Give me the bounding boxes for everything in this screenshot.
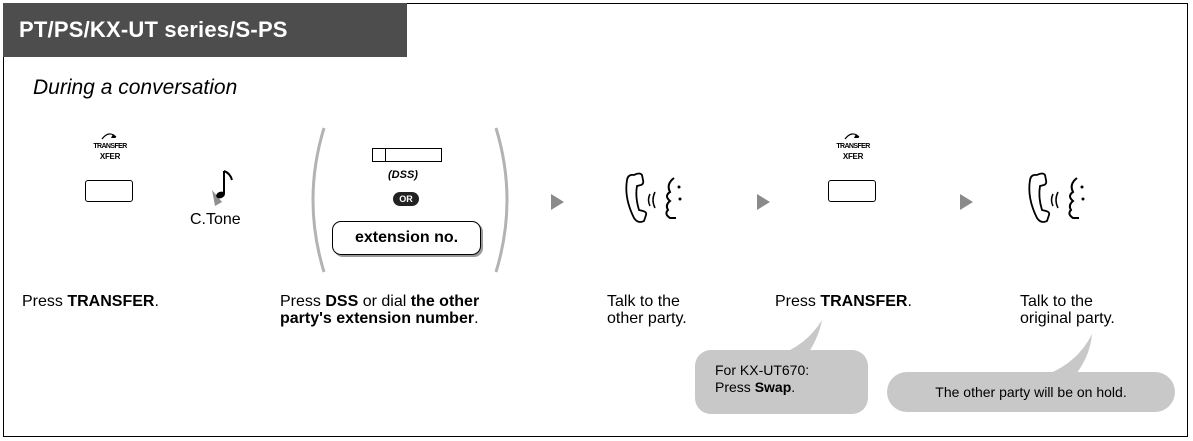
talk-handset-icon [625, 172, 682, 223]
play-arrow-icon [551, 194, 564, 210]
extension-number-box: extension no. [332, 221, 481, 255]
caption-talk-original: Talk to the original party. [1020, 293, 1115, 327]
right-paren [494, 127, 509, 273]
instruction-frame [3, 3, 1188, 437]
or-badge: OR [393, 192, 419, 206]
talk-handset-icon [1028, 172, 1085, 223]
transfer-key-label: TRANSFER XFER [836, 143, 870, 161]
note-kx-ut670: For KX-UT670: Press Swap. [695, 350, 868, 414]
play-arrow-icon [757, 194, 770, 210]
dss-label: (DSS) [388, 169, 418, 181]
caption-press-transfer-2: Press TRANSFER. [775, 293, 912, 310]
dss-button[interactable] [372, 148, 442, 162]
confirmation-tone-label: C.Tone [190, 211, 241, 228]
music-note-icon [212, 170, 233, 206]
transfer-key-label: TRANSFER XFER [93, 143, 127, 161]
left-paren [311, 127, 326, 273]
section-tab: PT/PS/KX-UT series/S-PS [3, 3, 407, 57]
transfer-key[interactable] [85, 180, 133, 202]
section-tab-title: PT/PS/KX-UT series/S-PS [19, 17, 288, 42]
play-arrow-icon [960, 194, 973, 210]
subtitle: During a conversation [33, 76, 238, 99]
transfer-key[interactable] [828, 180, 876, 202]
note-on-hold: The other party will be on hold. [887, 372, 1175, 412]
note-bubble-tail [1048, 334, 1092, 374]
transfer-arrow-icon [844, 133, 860, 140]
caption-press-transfer-1: Press TRANSFER. [22, 293, 159, 310]
caption-press-dss: Press DSS or dial the other party's exte… [280, 293, 480, 327]
note-bubble-tail [776, 320, 822, 356]
transfer-arrow-icon [101, 133, 117, 140]
caption-talk-other: Talk to the other party. [607, 293, 687, 327]
